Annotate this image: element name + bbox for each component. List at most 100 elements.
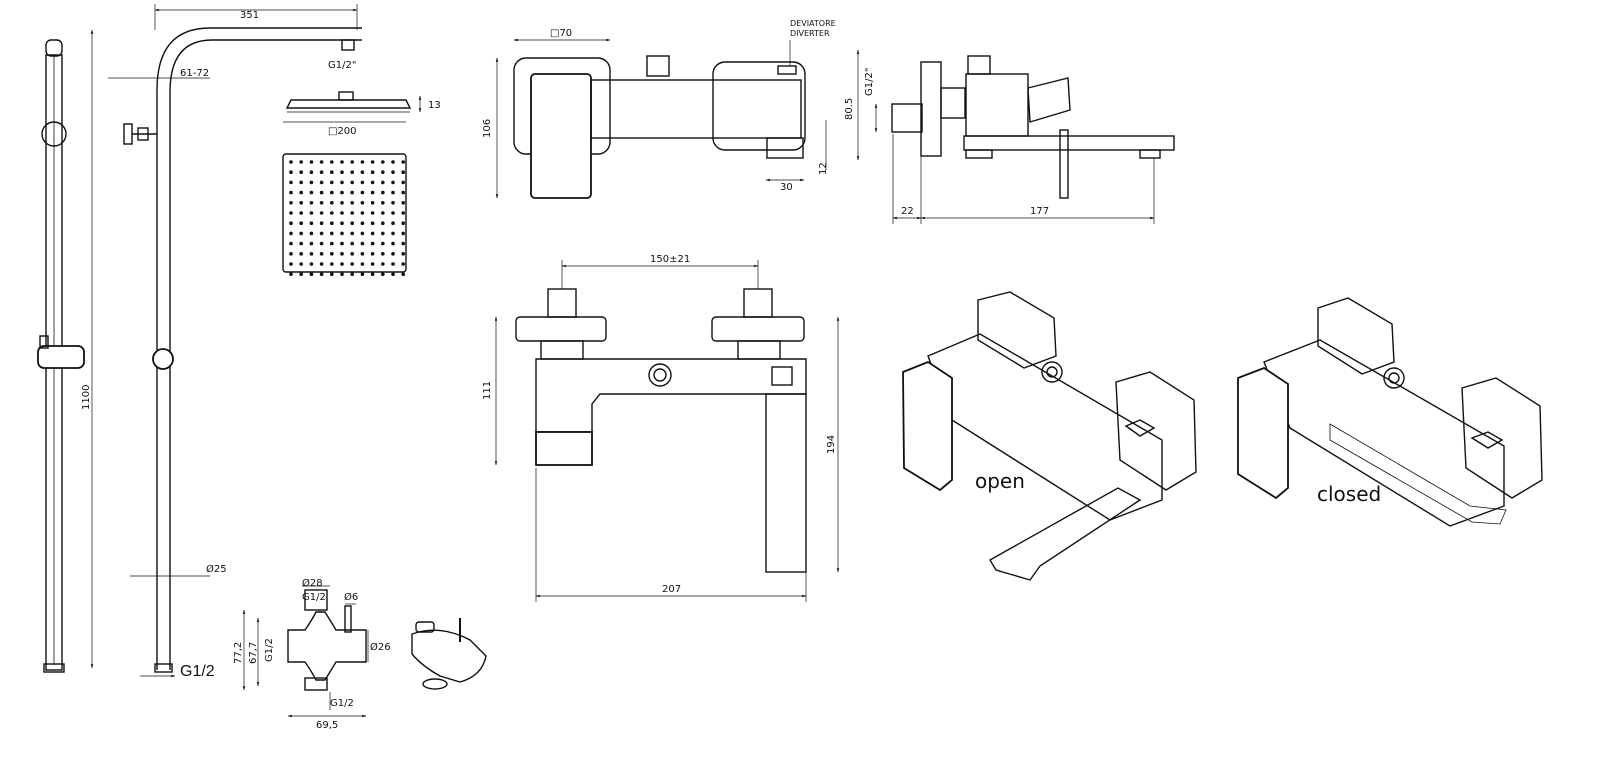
shower-nozzle xyxy=(401,272,406,277)
shower-nozzle xyxy=(401,252,406,256)
dim-square-70: □70 xyxy=(550,28,572,39)
shower-nozzle xyxy=(299,170,304,174)
shower-nozzle xyxy=(289,190,293,195)
shower-nozzle xyxy=(330,262,334,266)
mixer-top-view-drawing: □70 106 DEVIATORE DIVERTER 30 12 xyxy=(482,19,836,199)
shower-rail-front-view xyxy=(37,39,85,673)
label-open: open xyxy=(975,469,1025,493)
shower-nozzle xyxy=(391,252,395,256)
dim-head-height: 13 xyxy=(428,100,441,111)
dim-head-size: □200 xyxy=(328,126,357,137)
shower-nozzle xyxy=(289,201,293,205)
shower-nozzle xyxy=(319,211,324,215)
shower-nozzle xyxy=(289,241,293,246)
shower-nozzle xyxy=(370,170,375,174)
shower-nozzle xyxy=(299,252,304,256)
shower-nozzle xyxy=(289,252,293,256)
shower-nozzle xyxy=(299,272,304,277)
dim-height-77: 77,2 xyxy=(233,642,244,664)
shower-nozzle xyxy=(391,262,395,266)
shower-nozzle xyxy=(350,252,355,256)
shower-nozzle xyxy=(340,180,344,185)
shower-nozzle xyxy=(350,241,355,246)
shower-nozzle xyxy=(299,160,304,164)
shower-nozzle xyxy=(401,241,406,246)
shower-nozzle xyxy=(381,180,385,185)
label-closed: closed xyxy=(1317,482,1381,506)
shower-nozzle xyxy=(299,241,304,246)
shower-nozzle xyxy=(330,241,334,246)
shower-nozzle xyxy=(381,231,385,236)
shower-nozzle xyxy=(401,190,406,195)
shower-nozzle xyxy=(340,262,344,266)
shower-nozzle xyxy=(360,160,365,164)
shower-nozzle xyxy=(309,262,314,266)
shower-nozzle xyxy=(381,201,385,205)
shower-nozzle xyxy=(289,211,293,215)
shower-nozzle xyxy=(330,221,334,225)
shower-nozzle xyxy=(309,272,314,277)
shower-nozzle xyxy=(370,262,375,266)
shower-nozzle xyxy=(350,201,355,205)
shower-nozzle xyxy=(360,211,365,215)
shower-nozzle xyxy=(309,160,314,164)
shower-nozzle xyxy=(350,231,355,236)
label-diverter-en: DIVERTER xyxy=(790,29,830,38)
shower-nozzle xyxy=(360,170,365,174)
shower-nozzle xyxy=(381,272,385,277)
shower-nozzle xyxy=(360,201,365,205)
dim-side-thread: G1/2" xyxy=(864,68,875,96)
shower-nozzle xyxy=(330,170,334,174)
dim-spout-height: 12 xyxy=(818,162,829,175)
shower-nozzle xyxy=(309,190,314,195)
shower-nozzle xyxy=(360,252,365,256)
shower-head-side-view xyxy=(285,91,412,113)
shower-nozzle xyxy=(319,252,324,256)
shower-nozzle xyxy=(340,241,344,246)
dim-bottom-connection: G1/2 xyxy=(180,663,215,680)
shower-nozzle xyxy=(350,190,355,195)
shower-nozzle xyxy=(289,231,293,236)
shower-nozzle xyxy=(370,272,375,277)
shower-nozzle xyxy=(289,262,293,266)
shower-nozzle xyxy=(381,190,385,195)
shower-nozzle xyxy=(309,221,314,225)
shower-nozzle xyxy=(350,272,355,277)
shower-nozzle xyxy=(330,160,334,164)
shower-nozzle xyxy=(391,170,395,174)
shower-nozzle xyxy=(330,252,334,256)
shower-nozzle xyxy=(370,231,375,236)
shower-nozzle xyxy=(370,221,375,225)
shower-nozzle xyxy=(401,211,406,215)
dim-thread-bottom: G1/2 xyxy=(330,698,354,709)
shower-head-plan-view xyxy=(282,153,407,277)
shower-nozzle xyxy=(330,211,334,215)
shower-nozzle xyxy=(370,160,375,164)
shower-nozzle xyxy=(391,272,395,277)
shower-nozzle xyxy=(289,221,293,225)
shower-nozzle xyxy=(289,170,293,174)
shower-nozzle xyxy=(360,221,365,225)
dim-spout-length: 177 xyxy=(1030,206,1049,217)
shower-nozzle xyxy=(401,180,406,185)
dim-total-height-194: 194 xyxy=(826,435,837,454)
shower-nozzle xyxy=(360,180,365,185)
shower-nozzle xyxy=(391,160,395,164)
shower-nozzle xyxy=(319,190,324,195)
diverter-fitting-drawing: Ø28 G1/2 Ø6 77,2 67,7 G1/2 Ø26 G1/2 69,5 xyxy=(233,577,487,731)
shower-nozzle xyxy=(319,180,324,185)
shower-nozzle xyxy=(309,252,314,256)
shower-nozzle xyxy=(330,190,334,195)
shower-nozzle xyxy=(309,180,314,185)
dim-width-69: 69,5 xyxy=(316,720,338,731)
shower-nozzle xyxy=(309,201,314,205)
shower-nozzle xyxy=(299,180,304,185)
shower-nozzle xyxy=(381,252,385,256)
shower-nozzle xyxy=(370,201,375,205)
shower-nozzle xyxy=(340,190,344,195)
shower-nozzle xyxy=(330,231,334,236)
shower-nozzle xyxy=(370,180,375,185)
shower-nozzle xyxy=(401,231,406,236)
shower-nozzle xyxy=(401,262,406,266)
